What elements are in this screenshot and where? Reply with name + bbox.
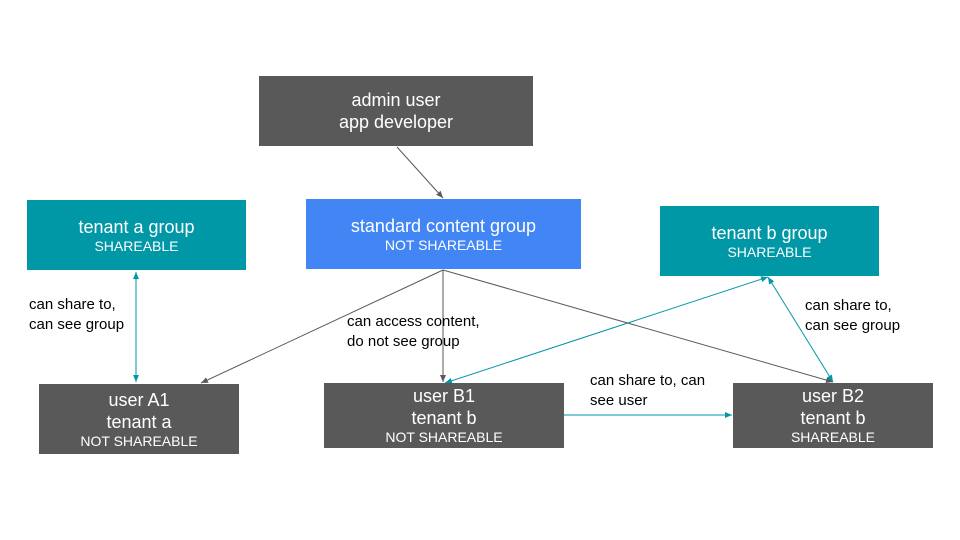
edge-label-line: can access content,	[347, 313, 480, 330]
tenant-a-group-node[interactable]: tenant a group SHAREABLE	[27, 200, 246, 270]
shareable-status: SHAREABLE	[94, 237, 179, 254]
edge-user-b1-tenant-b-group	[444, 276, 769, 384]
edge-label-line: can share to, can	[590, 372, 706, 389]
edge-label-tenant-b-share: can share to, can see group	[805, 296, 900, 336]
edge-label-access-content: can access content, do not see group	[347, 312, 480, 352]
shareable-status: SHAREABLE	[727, 243, 812, 260]
edge-label-line: can see group	[29, 316, 125, 333]
edge-label-line: can see group	[805, 317, 901, 334]
node-tenant: tenant a	[106, 411, 172, 432]
node-subtitle: app developer	[338, 112, 454, 132]
user-a1-node[interactable]: user A1 tenant a NOT SHAREABLE	[39, 384, 239, 454]
node-title: tenant a group	[78, 216, 195, 237]
edge-label-line: do not see group	[347, 333, 460, 350]
edge-label-line: can share to,	[805, 297, 892, 314]
node-title: standard content group	[350, 215, 537, 236]
edge-tenant-b-group-user-b2	[767, 276, 834, 383]
node-title: admin user	[351, 90, 441, 110]
edge-label-line: can share to,	[29, 296, 116, 313]
node-tenant: tenant b	[800, 408, 866, 428]
node-title: user B2	[801, 386, 865, 406]
node-tenant: tenant b	[411, 408, 477, 428]
shareable-status: NOT SHAREABLE	[385, 429, 503, 445]
node-title: user A1	[108, 389, 170, 410]
standard-content-group-node[interactable]: standard content group NOT SHAREABLE	[306, 199, 581, 269]
node-title: tenant b group	[711, 222, 828, 243]
edge-label-line: see user	[590, 392, 648, 409]
admin-user-node[interactable]: admin user app developer	[259, 76, 533, 146]
edge-admin-to-standard-group	[396, 146, 444, 199]
user-b2-node[interactable]: user B2 tenant b SHAREABLE	[733, 383, 933, 448]
edge-label-tenant-a-share: can share to, can see group	[29, 295, 124, 335]
node-title: user B1	[412, 386, 476, 406]
edge-label-share-user: can share to, can see user	[590, 371, 705, 411]
shareable-status: SHAREABLE	[790, 429, 876, 445]
shareable-status: NOT SHAREABLE	[384, 236, 503, 253]
shareable-status: NOT SHAREABLE	[80, 432, 198, 449]
edge-standard-group-to-user-a1	[200, 269, 444, 384]
tenant-b-group-node[interactable]: tenant b group SHAREABLE	[660, 206, 879, 276]
user-b1-node[interactable]: user B1 tenant b NOT SHAREABLE	[324, 383, 564, 448]
